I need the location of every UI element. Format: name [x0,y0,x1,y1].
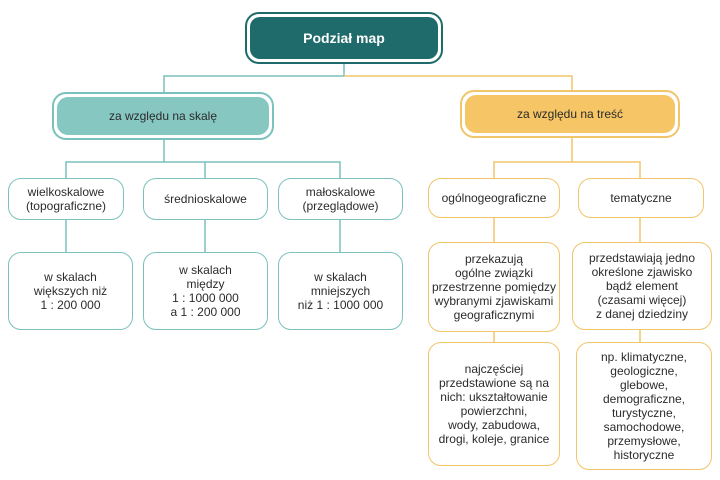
scale-desc-medium: w skalach między 1 : 1000 000 a 1 : 200 … [143,252,268,330]
scale-type-small: małoskalowe (przeglądowe) [278,178,403,220]
branch-scale-label: za względu na skalę [57,97,269,135]
scale-connector-right [205,161,341,178]
scale-desc-large: w skalach większych niż 1 : 200 000 [8,252,133,330]
content-connector [493,138,573,178]
branch-content: za względu na treść [460,90,680,138]
content-extra-general: najczęściej przedstawione są na nich: uk… [428,342,560,466]
content-type-general: ogólnogeograficzne [428,178,560,218]
content-extra-thematic: np. klimatyczne, geologiczne, glebowe, d… [576,342,712,470]
scale-type-medium: średnioskalowe [143,178,268,220]
root-connector-scale [163,64,345,94]
scale-desc-small: w skalach mniejszych niż 1 : 1000 000 [278,252,403,330]
content-desc-thematic: przedstawiają jedno określone zjawisko b… [572,242,712,330]
content-desc-general: przekazują ogólne związki przestrzenne p… [428,242,560,332]
scale-connector [65,138,165,178]
root-connector-content [344,75,573,90]
branch-content-label: za względu na treść [465,95,675,133]
branch-scale: za względu na skalę [52,92,274,140]
root-node: Podział map [245,12,443,64]
scale-connector-mid [164,161,206,178]
content-type-thematic: tematyczne [578,178,704,218]
root-title: Podział map [250,17,438,59]
scale-type-large: wielkoskalowe (topograficzne) [8,178,124,220]
content-connector-right [572,161,641,178]
